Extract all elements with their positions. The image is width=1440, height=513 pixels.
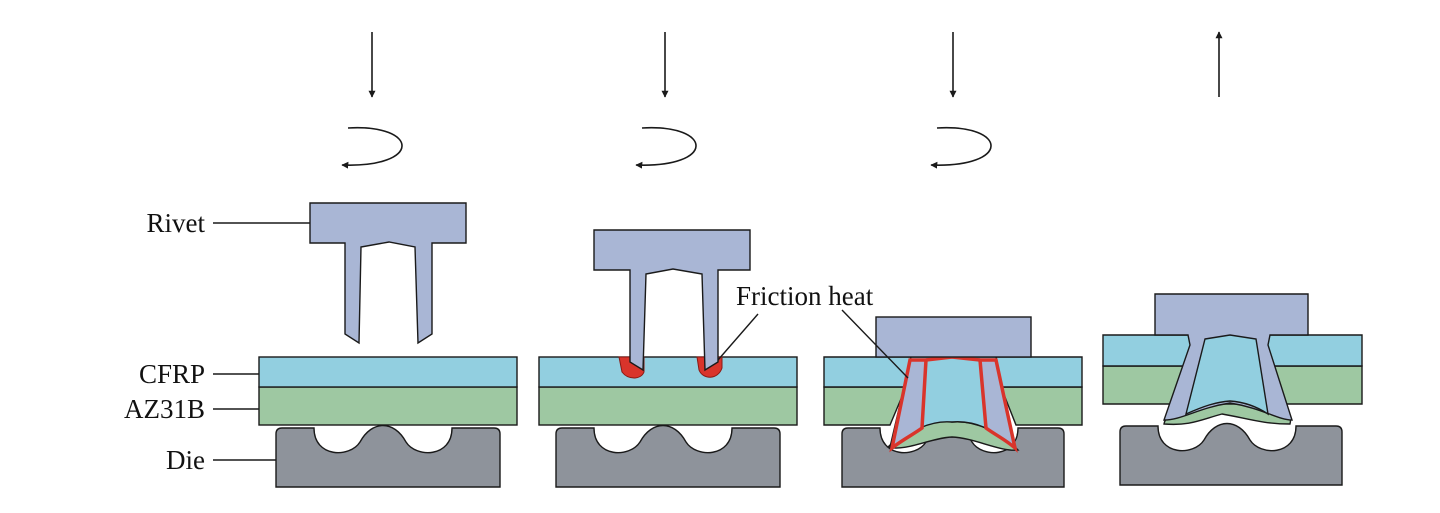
rotation-arrows	[341, 127, 992, 169]
die-2	[555, 425, 781, 488]
friction-heat-zone-3	[889, 358, 928, 453]
rotation-arrow-2	[635, 127, 697, 169]
rivet-2	[593, 229, 751, 372]
rotation-arrow-1	[341, 127, 403, 169]
leader-friction-heat-a	[717, 313, 759, 361]
cfrp-core-4	[1184, 334, 1269, 416]
label-die: Die	[166, 445, 205, 475]
cfrp-plate-2	[538, 356, 798, 388]
cfrp-plate-1	[258, 356, 518, 388]
az31b-plate-1	[258, 386, 518, 426]
label-friction-heat: Friction heat	[736, 281, 874, 311]
labels: Rivet CFRP AZ31B Die Friction heat	[124, 208, 909, 475]
motion-arrows	[368, 31, 1223, 98]
az31b-plate-2	[538, 386, 798, 426]
rotation-arrow-3	[930, 127, 992, 169]
friction-heat-zone-3b	[978, 358, 1018, 453]
stage-3	[823, 316, 1083, 488]
die-1	[275, 425, 501, 488]
rivet-1	[309, 202, 467, 345]
label-az31b: AZ31B	[124, 394, 205, 424]
stage-1	[258, 202, 518, 488]
label-rivet: Rivet	[147, 208, 206, 238]
die-4	[1119, 423, 1343, 486]
stage-2	[538, 229, 798, 488]
leader-friction-heat-b	[841, 309, 909, 379]
rivet-head-3	[875, 316, 1032, 358]
stage-4	[1102, 293, 1363, 486]
label-cfrp: CFRP	[139, 359, 205, 389]
